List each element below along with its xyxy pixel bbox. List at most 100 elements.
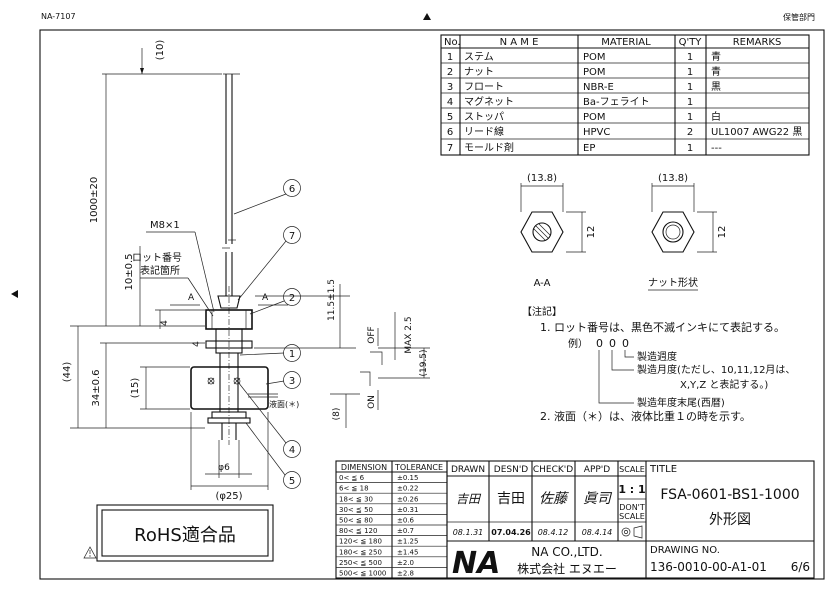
svg-text:1: 1	[687, 143, 693, 154]
svg-text:3: 3	[447, 82, 453, 93]
tb-desnd-label: DESN'D	[494, 465, 529, 475]
legend-month-cont: X,Y,Z と表記する。)	[680, 378, 768, 391]
aa-label: A-A	[534, 278, 551, 289]
tb-appd-date: 08.4.14	[582, 528, 613, 537]
parts-header-remarks: REMARKS	[733, 37, 782, 48]
tol-tolerance-cell: ±2.0	[397, 559, 414, 567]
svg-text:白: 白	[711, 110, 721, 123]
tol-header-tolerance: TOLERANCE	[394, 463, 443, 472]
svg-text:黒: 黒	[711, 81, 721, 93]
svg-text:1: 1	[447, 52, 453, 63]
lot-digit-month: 0	[609, 337, 616, 350]
svg-text:POM: POM	[583, 52, 606, 63]
parts-header-qty: Q'TY	[679, 37, 703, 48]
legend-week: 製造週度	[637, 350, 677, 363]
switch-off-label: OFF	[367, 326, 377, 343]
svg-text:リード線: リード線	[464, 125, 504, 138]
legend-year: 製造年度末尾(西暦)	[637, 396, 725, 409]
svg-text:2: 2	[687, 127, 693, 138]
dim-4-nut: 4	[160, 320, 170, 326]
aa-height-dim: 12	[586, 226, 597, 239]
svg-text:HPVC: HPVC	[583, 127, 610, 138]
svg-text:---: ---	[711, 143, 722, 154]
svg-text:UL1007 AWG22 黒: UL1007 AWG22 黒	[711, 126, 802, 138]
lot-digit-year: 0	[596, 337, 603, 350]
tb-desnd-sign: 吉田	[497, 491, 525, 507]
parts-row-6: 6 リード線 HPVC 2 UL1007 AWG22 黒	[447, 125, 803, 138]
center-mark-left	[11, 290, 18, 298]
svg-text:Ba-フェライト: Ba-フェライト	[583, 96, 650, 108]
parts-row-1: 1 ステム POM 1 青	[447, 50, 721, 63]
rohs-stamp: RoHS適合品	[96, 504, 274, 562]
tb-drawn-date: 08.1.31	[453, 528, 484, 537]
tb-drawing-no: 136-0010-00-A1-01	[650, 560, 767, 574]
third-angle-symbol	[621, 525, 643, 539]
tb-checkd-date: 08.4.12	[538, 528, 569, 537]
lot-digit-week: 0	[622, 337, 629, 350]
svg-text:青: 青	[711, 65, 721, 78]
title-block: DRAWN DESN'D CHECK'D APP'D SCALE 吉田 吉田 佐…	[446, 460, 815, 581]
svg-text:POM: POM	[583, 67, 606, 78]
tb-dont-scale-1: DON'T	[619, 503, 645, 512]
svg-text:EP: EP	[583, 143, 595, 154]
parts-row-5: 5 ストッパ POM 1 白	[447, 110, 721, 123]
parts-header-name: N A M E	[500, 37, 539, 48]
tol-tolerance-cell: ±0.31	[397, 506, 418, 514]
tol-dimension-cell: 180< ≦ 250	[339, 548, 382, 556]
parts-header-no: No.	[444, 37, 461, 48]
callout-7: 7	[289, 231, 295, 242]
svg-text:ナット: ナット	[464, 66, 494, 78]
note-1: 1. ロット番号は、黒色不滅インキにて表記する。	[540, 320, 785, 334]
aa-width-dim: (13.8)	[527, 173, 557, 184]
switch-on-label: ON	[367, 395, 377, 409]
nut-label: ナット形状	[648, 276, 698, 289]
tb-title-label: TITLE	[649, 464, 677, 475]
dim-1000: 1000±20	[89, 177, 100, 224]
dim-10-top: (10)	[155, 40, 166, 61]
dim-44: (44)	[62, 362, 73, 383]
tol-dimension-cell: 250< ≦ 500	[339, 559, 382, 567]
parts-row-7: 7 モールド剤 EP 1 ---	[447, 141, 722, 154]
callout-3: 3	[289, 376, 295, 387]
parts-row-4: 4 マグネット Ba-フェライト 1	[447, 95, 693, 108]
callout-1: 1	[289, 349, 295, 360]
switch-main-view: 液面(＊) (10) 1000±20 10±0.5 (44) 34±0.6 (1…	[62, 40, 430, 502]
dim-4-flange: 4	[192, 341, 202, 347]
dim-15: (15)	[130, 378, 141, 399]
callout-2: 2	[289, 293, 295, 304]
svg-text:7: 7	[447, 143, 453, 154]
tb-company-en: NA CO.,LTD.	[531, 545, 602, 559]
tb-title-main: FSA-0601-BS1-1000	[660, 487, 799, 503]
notes-block: 【注記】 1. ロット番号は、黒色不滅インキにて表記する。 例） 0 0 0 製…	[522, 305, 795, 423]
center-mark-top	[423, 13, 431, 20]
dim-10-5: 10±0.5	[124, 253, 135, 290]
tol-dimension-cell: 50< ≦ 80	[339, 517, 373, 525]
tb-company-jp: 株式会社 エヌエー	[517, 561, 617, 576]
callout-5: 5	[289, 476, 295, 487]
rohs-label: RoHS適合品	[134, 525, 236, 546]
tol-tolerance-cell: ±2.8	[397, 570, 414, 578]
tol-dimension-cell: 120< ≦ 180	[339, 538, 382, 546]
svg-text:1: 1	[687, 52, 693, 63]
section-view-aa: (13.8) 12 A-A	[520, 173, 597, 289]
corner-top-right: 保管部門	[783, 12, 815, 22]
corner-top-left: NA-7107	[41, 12, 76, 21]
nut-width-dim: (13.8)	[658, 173, 688, 184]
nut-height-dim: 12	[717, 226, 728, 239]
svg-text:ステム: ステム	[464, 51, 494, 63]
tb-sheet: 6/6	[791, 560, 810, 574]
svg-text:1: 1	[687, 82, 693, 93]
legend-month: 製造月度(ただし、10,11,12月は、	[637, 363, 795, 376]
svg-text:マグネット: マグネット	[464, 95, 514, 108]
dim-34: 34±0.6	[91, 369, 102, 406]
dim-phi6: φ6	[218, 463, 230, 473]
dim-19-5: (19.5)	[419, 349, 429, 376]
tb-scale-label: SCALE	[619, 465, 645, 474]
tb-appd-sign: 眞司	[583, 491, 613, 507]
tolerance-table: DIMENSION TOLERANCE 0< ≦ 6±0.156< ≦ 18±0…	[335, 460, 448, 579]
svg-text:フロート: フロート	[464, 82, 504, 93]
liquid-level-label: 液面(＊)	[269, 399, 299, 409]
dim-8: (8)	[332, 408, 342, 421]
